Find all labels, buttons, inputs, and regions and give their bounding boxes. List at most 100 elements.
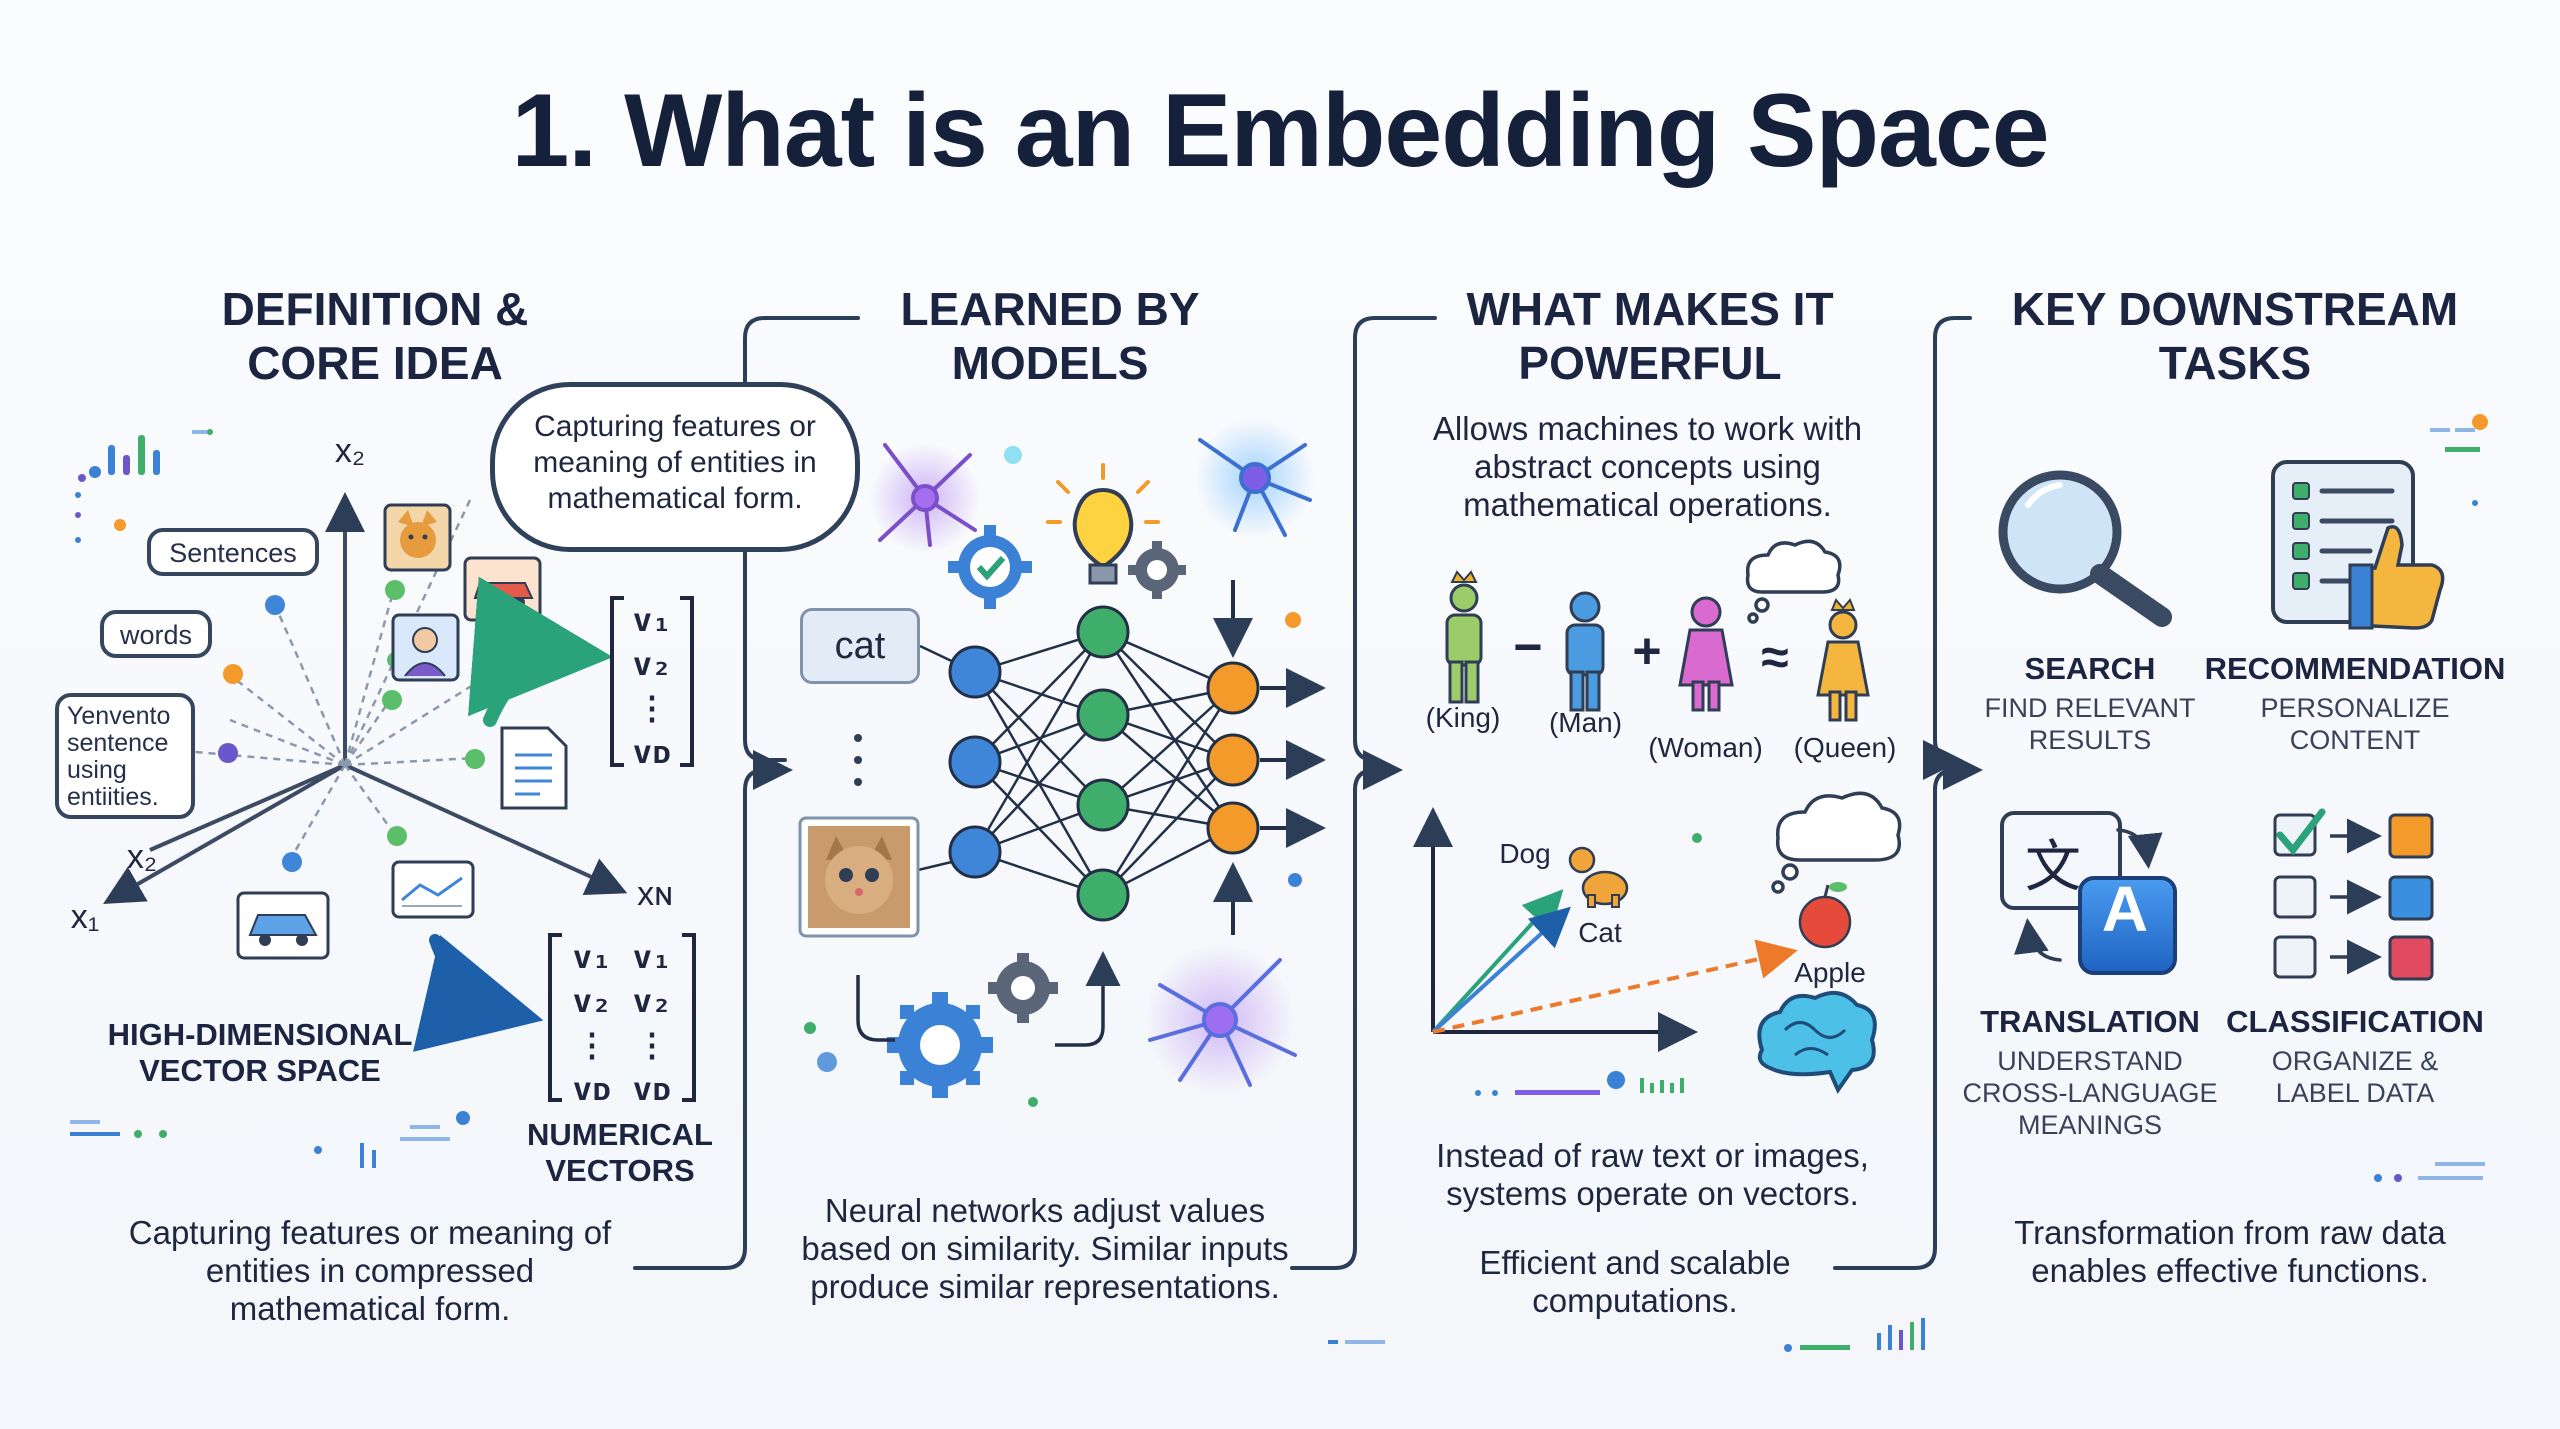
man-label: (Man) [1548,707,1623,738]
axis-x1-label: x₁ [70,898,100,936]
minus-operator: − [1513,619,1543,675]
dog-label: Dog [1499,838,1551,869]
sentences-bubble: Sentences [147,528,319,576]
neuron-top-right-icon [1198,438,1312,537]
task-classification-name: CLASSIFICATION [2226,1004,2484,1039]
car-photo-icon [463,556,542,622]
powerful-body-1: Instead of raw text or images, systems o… [1436,1137,1869,1212]
vector-c-2: v₂ [632,982,672,1020]
cat-photo-icon [383,503,452,572]
axis-x2-top-label: x₂ [334,432,366,470]
king-figure-icon [1445,570,1483,704]
vector-b-2: v₂ [572,982,612,1020]
checklist-thumb-icon [2271,460,2445,630]
page-title: 1. What is an Embedding Space [511,73,2049,189]
gears-bottom-icon [887,953,1058,1098]
powerful-body-2: Efficient and scalable computations. [1479,1244,1791,1319]
dog-icon [1568,846,1629,908]
translation-target-glyph: A [2101,873,2149,945]
definition-speech-bubble: Capturing features or meaning of entitie… [490,382,860,552]
network-feedback-lines [856,951,1121,1047]
task-translation-desc: UNDERSTAND CROSS-LANGUAGE MEANINGS [1962,1046,2218,1140]
vector-column-a: v₁ v₂ ⋮ vᴅ [622,598,682,774]
vector-b-1: v₁ [572,938,612,976]
brain-icon [1757,990,1877,1095]
woman-label: (Woman) [1648,732,1763,763]
king-label: (King) [1425,702,1501,733]
vector-c-4: vᴅ [632,1070,672,1108]
task-classification-desc: ORGANIZE & LABEL DATA [2271,1046,2439,1108]
vector-column-b: v₁ v₂ ⋮ vᴅ [562,935,622,1111]
green-arrow [467,576,613,727]
decor-col4 [2374,414,2488,1182]
tasks-heading: KEY DOWNSTREAM TASKS [2011,283,2459,389]
connector-top-4 [1922,316,1972,780]
document-icon [500,726,568,810]
task-recommendation-name: RECOMMENDATION [2204,651,2506,686]
task-search-desc: FIND RELEVANT RESULTS [1984,693,2196,755]
connector-2-3 [1290,750,1403,1270]
embedding-plot-vectors [1431,889,1798,1034]
axis-x2-left-label: x₂ [126,838,158,876]
powerful-heading: WHAT MAKES IT POWERFUL [1466,283,1834,389]
classification-icon [2273,808,2434,981]
thought-cloud-bottom-icon [1771,791,1902,894]
kitten-photo-icon [798,816,920,938]
neuron-top-left-icon [878,443,977,547]
sentence-bubble: Yenvento sentence using entiities. [55,693,195,819]
axis-xn-label: xɴ [637,875,673,913]
neuron-bottom-icon [1148,958,1297,1087]
learned-body: Neural networks adjust values based on s… [801,1192,1289,1305]
vector-a-2: v₂ [632,645,672,683]
flow-connectors [633,316,1983,1270]
definition-heading: DEFINITION & CORE IDEA [221,283,529,389]
vector-space-label: HIGH-DIMENSIONAL VECTOR SPACE [107,1017,413,1088]
gear-check-icon [948,525,1032,609]
woman-figure-icon [1678,596,1734,712]
vector-b-3: ⋮ [576,1026,608,1064]
connector-1-2 [633,750,793,1270]
task-search-name: SEARCH [2024,651,2156,686]
cat-input-box: cat [800,608,920,684]
queen-figure-icon [1816,598,1870,722]
vector-c-1: v₁ [632,938,672,976]
plus-operator: + [1632,623,1662,679]
vector-brackets [548,596,696,1102]
car-card-icon [236,891,330,960]
chart-card-icon [391,860,475,919]
vector-space-axes [103,492,628,904]
task-translation-name: TRANSLATION [1980,1004,2200,1039]
vertical-ellipsis [854,734,862,786]
magnifier-icon [1998,470,2172,627]
translate-icon [2000,811,2177,975]
person-photo-icon [391,613,460,682]
gear-small-icon [1128,541,1186,599]
learned-heading: LEARNED BY MODELS [900,283,1200,389]
vector-a-3: ⋮ [636,689,668,727]
queen-label: (Queen) [1793,732,1897,763]
lightbulb-icon [1046,463,1160,585]
apple-icon [1798,882,1852,949]
man-figure-icon [1565,591,1605,712]
vector-a-4: vᴅ [632,733,672,771]
approx-operator: ≈ [1761,629,1789,685]
decor-col2 [804,446,1302,1107]
decor-col1 [70,429,470,1168]
cat-label: Cat [1578,917,1622,948]
network-output-arrows [1213,580,1326,935]
vector-c-3: ⋮ [636,1026,668,1064]
words-bubble: words [100,610,212,658]
blue-arrow [412,934,544,1052]
network-nodes [948,605,1260,922]
embedding-plot-axes [1413,807,1698,1052]
vector-a-1: v₁ [632,601,672,639]
powerful-intro: Allows machines to work with abstract co… [1432,410,1863,523]
thought-cloud-top-icon [1745,539,1842,624]
tasks-body: Transformation from raw data enables eff… [2014,1214,2446,1289]
definition-body: Capturing features or meaning of entitie… [128,1214,612,1327]
connector-top-3 [1353,316,1437,762]
vector-column-c: v₁ v₂ ⋮ vᴅ [622,935,682,1111]
decor-col3 [1328,833,1925,1352]
task-recommendation-desc: PERSONALIZE CONTENT [2260,693,2450,755]
